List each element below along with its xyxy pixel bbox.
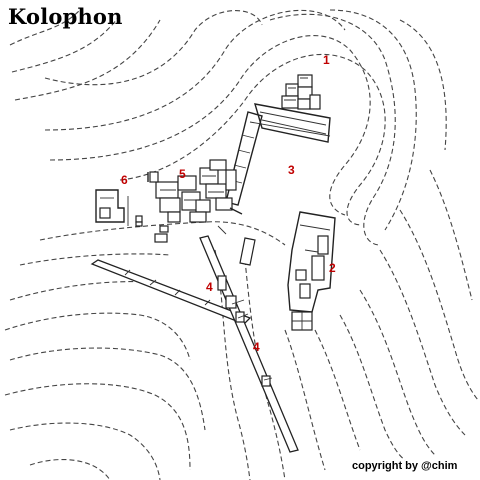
contour-line	[399, 19, 447, 151]
area-label-4b: 4	[253, 340, 260, 354]
contour-lines	[4, 9, 479, 480]
area-2-complex	[287, 211, 336, 331]
contour-line	[49, 35, 371, 216]
central-stoa	[217, 225, 256, 266]
contour-line	[379, 249, 466, 436]
contour-line	[29, 459, 111, 480]
contour-line	[9, 281, 151, 301]
contour-line	[429, 169, 473, 301]
contour-line	[359, 289, 436, 456]
contour-line	[9, 9, 81, 46]
contour-line	[339, 314, 406, 461]
contour-line	[4, 312, 191, 361]
contour-line	[244, 259, 286, 480]
area-label-3: 3	[288, 163, 295, 177]
area-label-4a: 4	[206, 280, 213, 294]
copyright-text: copyright by @chim	[352, 460, 458, 472]
contour-line	[269, 13, 396, 246]
contour-line	[314, 329, 361, 451]
contour-line	[214, 249, 251, 480]
contour-line	[399, 209, 479, 401]
contour-line	[9, 347, 206, 431]
area-4-roads	[90, 235, 299, 453]
area-label-1: 1	[323, 53, 330, 67]
area-label-6: 6	[121, 173, 128, 187]
contour-line	[39, 221, 286, 246]
contour-line	[19, 253, 171, 266]
contour-line	[11, 14, 121, 73]
contour-line	[119, 53, 386, 226]
area-5-houses	[147, 159, 243, 223]
contour-line	[9, 422, 161, 480]
area-label-2: 2	[329, 261, 336, 275]
contour-line	[44, 10, 263, 86]
contour-line	[329, 9, 417, 231]
fortification-wall	[225, 103, 331, 206]
map-title: Kolophon	[8, 4, 123, 29]
area-1-buildings	[281, 74, 321, 110]
contour-line	[14, 19, 161, 101]
contour-line	[4, 383, 191, 471]
area-label-5: 5	[179, 167, 186, 181]
area-6-building	[95, 189, 169, 243]
